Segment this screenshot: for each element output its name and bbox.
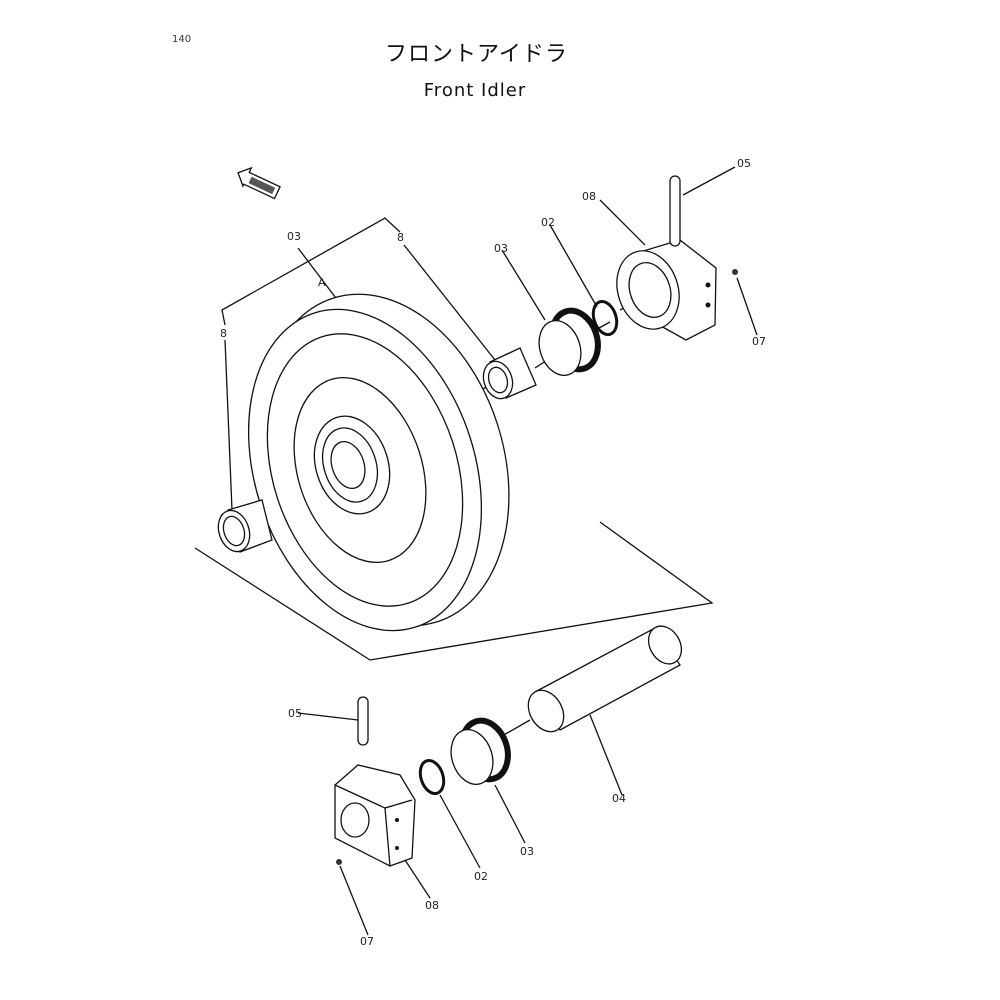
title-english: Front Idler — [423, 80, 527, 101]
callout-oring-bottom: 02 — [474, 870, 488, 883]
bushing-right — [482, 347, 537, 400]
callout-pin-bottom: 05 — [288, 707, 302, 720]
title-japanese: フロントアイドラ — [385, 42, 568, 67]
idler-wheel — [247, 293, 510, 632]
callout-shaft: 04 — [612, 792, 626, 805]
idler-shaft — [494, 625, 683, 741]
bushing-left — [217, 499, 273, 553]
support-bracket-top — [616, 239, 717, 341]
plug-bottom — [336, 859, 342, 865]
callout-bracket-top: 08 — [582, 190, 596, 203]
pin-bottom — [357, 696, 369, 746]
pin-top — [669, 175, 681, 247]
support-bracket-bottom — [334, 764, 416, 867]
callout-bushing-right: 8 — [397, 231, 404, 244]
plug-top — [732, 269, 738, 275]
callout-oring-top: 02 — [541, 216, 555, 229]
callout-bracket-bottom: 08 — [425, 899, 439, 912]
callout-bushing-left: 8 — [220, 327, 227, 340]
callout-wheel: 03 — [287, 230, 301, 243]
callout-seal-top: 03 — [494, 242, 508, 255]
callout-seal-bottom: 03 — [520, 845, 534, 858]
callout-leaders — [297, 166, 758, 936]
callout-plug-top: 07 — [752, 335, 766, 348]
callout-plug-bottom: 07 — [360, 935, 374, 948]
callout-wheel-letter: A — [318, 276, 326, 289]
floating-seal-top — [538, 307, 601, 376]
floating-seal-bottom — [450, 717, 511, 785]
o-ring-top — [591, 299, 619, 337]
o-ring-bottom — [418, 758, 446, 796]
callout-pin-top: 05 — [737, 157, 751, 170]
page-number: 140 — [172, 34, 192, 45]
front-direction-arrow-icon — [237, 166, 281, 200]
